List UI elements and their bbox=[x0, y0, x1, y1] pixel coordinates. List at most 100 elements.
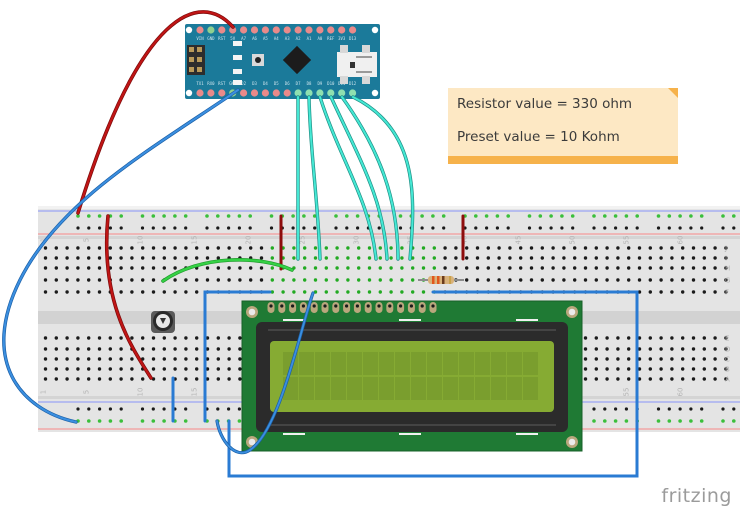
breadboard-hole bbox=[724, 266, 728, 270]
breadboard-hole bbox=[173, 256, 177, 260]
lcd-pin-hole bbox=[420, 304, 424, 308]
rail-hole bbox=[667, 419, 672, 423]
breadboard-hole bbox=[97, 357, 102, 361]
rail-hole bbox=[237, 407, 241, 411]
breadboard-hole bbox=[670, 246, 674, 250]
lcd-character-cell bbox=[427, 352, 442, 375]
column-number: 50 bbox=[569, 236, 577, 245]
breadboard-hole bbox=[130, 377, 134, 381]
arduino-pin-label: 3V3 bbox=[338, 36, 346, 41]
breadboard-hole bbox=[583, 256, 588, 260]
breadboard-hole bbox=[292, 290, 296, 294]
breadboard-hole bbox=[313, 246, 318, 250]
breadboard-hole bbox=[519, 278, 523, 282]
lcd-character-cell bbox=[507, 352, 522, 375]
breadboard-hole bbox=[108, 256, 113, 260]
wire-blue-lcd-k bbox=[227, 290, 639, 478]
breadboard-hole bbox=[627, 278, 631, 282]
breadboard-hole bbox=[627, 336, 631, 340]
breadboard-hole bbox=[43, 377, 48, 381]
breadboard-hole bbox=[529, 266, 534, 270]
rail-hole bbox=[162, 226, 166, 230]
rail-hole bbox=[98, 226, 102, 230]
breadboard-hole bbox=[227, 377, 231, 381]
breadboard-hole bbox=[259, 256, 264, 260]
row-letter: D bbox=[725, 346, 730, 354]
rail-hole bbox=[560, 226, 564, 230]
breadboard-hole bbox=[691, 246, 696, 250]
breadboard-hole bbox=[627, 357, 631, 361]
rail-hole bbox=[592, 419, 596, 423]
arduino-pin-label: 5V bbox=[230, 36, 235, 41]
breadboard-hole bbox=[195, 256, 199, 260]
breadboard-hole bbox=[43, 256, 48, 260]
breadboard-hole bbox=[713, 266, 717, 270]
breadboard-hole bbox=[162, 266, 166, 270]
arduino-pin bbox=[272, 26, 280, 34]
lcd-character-cell bbox=[459, 377, 474, 400]
breadboard-hole bbox=[551, 278, 555, 282]
breadboard-hole bbox=[324, 278, 328, 282]
breadboard-hole bbox=[141, 246, 145, 250]
breadboard-hole bbox=[616, 256, 620, 260]
arduino-pin bbox=[349, 26, 357, 34]
breadboard-hole bbox=[76, 246, 80, 250]
lcd-pin-hole bbox=[269, 304, 273, 308]
lcd-character-cell bbox=[427, 377, 442, 400]
breadboard-hole bbox=[216, 347, 220, 351]
breadboard-hole bbox=[605, 266, 609, 270]
rail-hole bbox=[667, 214, 672, 218]
breadboard-hole bbox=[87, 278, 91, 282]
breadboard-hole bbox=[249, 246, 253, 250]
breadboard-hole bbox=[691, 256, 696, 260]
breadboard-hole bbox=[335, 278, 339, 282]
breadboard-hole bbox=[562, 256, 566, 260]
breadboard-hole bbox=[659, 336, 663, 340]
lcd-pin-hole bbox=[291, 304, 295, 308]
breadboard-hole bbox=[108, 347, 113, 351]
breadboard-hole bbox=[119, 367, 123, 371]
breadboard-hole bbox=[691, 347, 696, 351]
rail-hole bbox=[184, 226, 188, 230]
breadboard-hole bbox=[173, 336, 177, 340]
arduino-pin bbox=[250, 26, 259, 34]
arduino-pin bbox=[250, 89, 259, 97]
arduino-pin bbox=[294, 89, 302, 97]
breadboard-hole bbox=[454, 256, 458, 260]
breadboard-hole bbox=[681, 246, 685, 250]
rail-hole bbox=[603, 214, 607, 218]
breadboard-hole bbox=[313, 256, 318, 260]
rail-hole bbox=[667, 407, 671, 411]
breadboard-hole bbox=[508, 278, 512, 282]
breadboard-hole bbox=[195, 336, 199, 340]
rail-hole bbox=[119, 226, 123, 230]
rail-hole bbox=[549, 214, 553, 218]
rail-hole bbox=[76, 407, 80, 411]
breadboard-hole bbox=[141, 336, 145, 340]
resistor-330-ohm bbox=[418, 276, 464, 284]
rail-hole bbox=[269, 226, 274, 230]
rail-hole bbox=[269, 214, 274, 218]
breadboard-hole bbox=[378, 290, 382, 294]
icsp-header bbox=[187, 45, 205, 75]
breadboard-hole bbox=[238, 377, 242, 381]
breadboard-hole bbox=[130, 256, 134, 260]
breadboard-hole bbox=[724, 377, 728, 381]
breadboard-hole bbox=[65, 246, 69, 250]
rail-hole bbox=[108, 419, 113, 423]
breadboard-hole bbox=[54, 367, 58, 371]
breadboard-hole bbox=[281, 290, 285, 294]
rail-hole bbox=[624, 419, 629, 423]
breadboard-hole bbox=[540, 256, 544, 260]
breadboard-hole bbox=[497, 266, 501, 270]
breadboard-hole bbox=[691, 367, 696, 371]
lcd-pin-hole bbox=[301, 304, 305, 308]
breadboard-hole bbox=[324, 256, 328, 260]
breadboard-hole bbox=[151, 246, 156, 250]
breadboard-hole bbox=[594, 256, 598, 260]
breadboard-hole bbox=[335, 246, 339, 250]
arduino-pin bbox=[327, 89, 335, 97]
lcd-character-cell bbox=[315, 352, 330, 375]
rail-hole bbox=[624, 226, 629, 230]
